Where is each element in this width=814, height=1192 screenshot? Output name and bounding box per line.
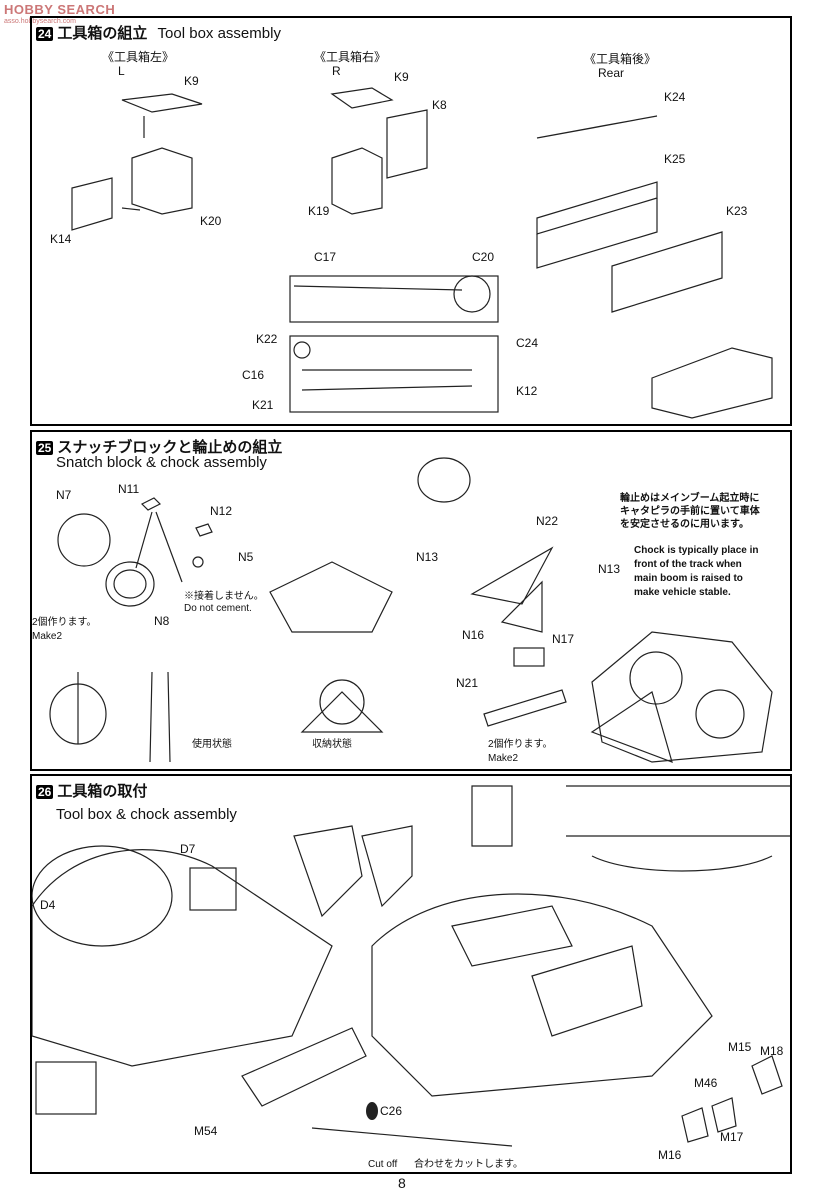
cut-off-en: Cut off xyxy=(368,1159,398,1170)
part-label: C26 xyxy=(380,1104,403,1118)
part-label: N11 xyxy=(118,482,140,496)
part-label: N21 xyxy=(456,676,479,690)
part-label: M46 xyxy=(694,1076,718,1090)
no-cement-en: Do not cement. xyxy=(184,603,252,614)
part-label: K8 xyxy=(432,98,447,112)
rear-box-jp: 《工具箱後》 xyxy=(584,52,657,66)
chock-note-jp-2: キャタピラの手前に置いて車体 xyxy=(620,506,760,517)
tool-box-mounting-drawing xyxy=(32,785,790,1147)
part-label: N5 xyxy=(238,550,254,564)
part-label: D4 xyxy=(40,898,56,912)
part-label: K25 xyxy=(664,152,686,166)
step-24-title-en: Tool box assembly xyxy=(157,25,281,42)
make2-jp: 2個作ります。 xyxy=(32,617,97,628)
part-label: N12 xyxy=(210,504,233,518)
no-cement-jp: ※接着しません。 xyxy=(184,591,264,602)
part-label: N17 xyxy=(552,632,575,646)
chock-note-en-3: main boom is raised to xyxy=(634,573,743,584)
step-26-number: 26 xyxy=(36,785,54,799)
part-label: K21 xyxy=(252,398,274,412)
step-26-title-jp: 工具箱の取付 xyxy=(57,783,148,800)
tool-box-assembly-drawing xyxy=(71,87,773,419)
part-label: K22 xyxy=(256,332,278,346)
chock-note-jp-1: 輪止めはメインブーム起立時に xyxy=(620,493,760,504)
chock-note-jp-3: を安定させるのに用います。 xyxy=(620,519,749,530)
part-label: K12 xyxy=(516,384,538,398)
part-label: K19 xyxy=(308,204,330,218)
part-label: C20 xyxy=(472,250,495,264)
chock-note-en-2: front of the track when xyxy=(634,559,742,570)
part-label: K9 xyxy=(184,74,199,88)
left-box-en: L xyxy=(118,64,125,78)
part-label: D7 xyxy=(180,842,196,856)
stow-state-label: 収納状態 xyxy=(312,739,352,750)
part-label: M17 xyxy=(720,1130,744,1144)
make2b-jp: 2個作ります。 xyxy=(488,739,553,750)
part-label: N13 xyxy=(416,550,439,564)
chock-note-en-1: Chock is typically place in xyxy=(634,545,759,556)
left-box-jp: 《工具箱左》 xyxy=(102,50,175,64)
make2-en: Make2 xyxy=(32,631,63,642)
part-label: N22 xyxy=(536,514,559,528)
watermark-url: asso.hobbysearch.com xyxy=(4,18,76,25)
part-label: C24 xyxy=(516,336,539,350)
snatch-block-chock-drawing xyxy=(49,457,773,763)
rear-box-en: Rear xyxy=(598,66,625,80)
use-state-label: 使用状態 xyxy=(192,739,232,750)
right-box-en: R xyxy=(332,64,341,78)
part-label: M54 xyxy=(194,1124,218,1138)
part-label: K9 xyxy=(394,70,409,84)
right-box-jp: 《工具箱右》 xyxy=(314,50,387,64)
part-label: K24 xyxy=(664,90,686,104)
part-label: N16 xyxy=(462,628,485,642)
part-label: K23 xyxy=(726,204,748,218)
part-label: M16 xyxy=(658,1148,682,1162)
chock-note-en-4: make vehicle stable. xyxy=(634,587,731,598)
part-label: C17 xyxy=(314,250,337,264)
part-label: N8 xyxy=(154,614,170,628)
step-24-number: 24 xyxy=(36,27,54,41)
watermark-logo: HOBBY SEARCH xyxy=(4,2,116,17)
part-label: M15 xyxy=(728,1040,752,1054)
cut-off-jp: 合わせをカットします。 xyxy=(414,1159,523,1170)
part-label: N7 xyxy=(56,488,72,502)
part-label: K20 xyxy=(200,214,222,228)
part-label: M18 xyxy=(760,1044,784,1058)
step-26-title-en: Tool box & chock assembly xyxy=(56,806,237,823)
part-label: C16 xyxy=(242,368,265,382)
step-24-title-jp: 工具箱の組立 xyxy=(57,25,148,42)
part-label: K14 xyxy=(50,232,72,246)
step-25-title-jp: スナッチブロックと輪止めの組立 xyxy=(57,439,283,456)
part-label: N13 xyxy=(598,562,621,576)
step-25-number: 25 xyxy=(36,441,54,455)
step-25-title-en: Snatch block & chock assembly xyxy=(56,454,267,471)
make2b-en: Make2 xyxy=(488,753,519,764)
page-number: 8 xyxy=(398,1175,406,1191)
